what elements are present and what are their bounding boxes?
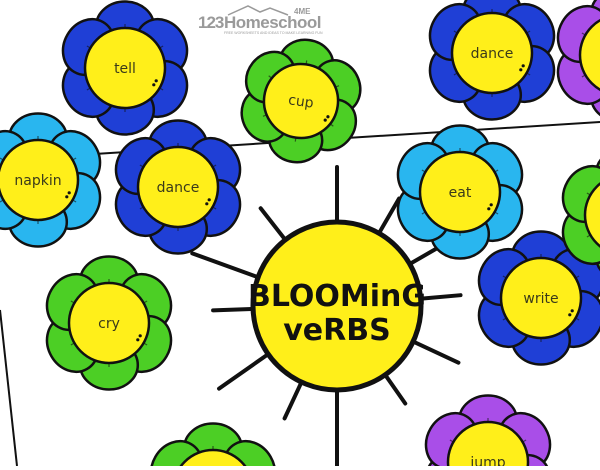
flower-word: eat (449, 185, 472, 201)
sun-rays (190, 165, 464, 470)
flower-dance: dance (428, 0, 556, 121)
flower-word: cry (98, 316, 120, 332)
flower-write: write (477, 230, 600, 366)
flower-word: dance (471, 46, 514, 62)
sun-ray (282, 378, 305, 421)
sun-ray (416, 293, 463, 301)
roof-icon (227, 5, 289, 16)
flower-word: tell (114, 61, 136, 77)
flower-jump: jump (424, 394, 552, 470)
sun-ray (409, 338, 461, 365)
sun-ray (217, 351, 272, 391)
flower-cry: cry (45, 255, 173, 391)
flower-dance: dance (114, 119, 242, 255)
sun-center-circle (250, 219, 424, 393)
title-line-1: BLOOMinG (248, 279, 426, 314)
sun-ray (190, 251, 262, 280)
logo-word: Homeschool (224, 13, 322, 32)
flower-eat: eat (396, 124, 524, 260)
sun-ray (382, 371, 408, 406)
flower-napkin: napkin (0, 112, 102, 248)
flower-word: cup (287, 92, 315, 111)
brand-logo[interactable]: 123 Homeschool 4ME FREE WORKSHEETS AND I… (198, 4, 322, 35)
flower-word: napkin (14, 173, 61, 189)
flower-partial (556, 0, 600, 117)
sun-ray (376, 196, 401, 237)
flower-partial (149, 422, 277, 470)
logo-number: 123 (198, 13, 224, 32)
page-title: BLOOMinG veRBS (248, 279, 426, 348)
flower-word: write (523, 291, 558, 307)
flower-word: jump (469, 455, 505, 466)
logo-suffix: 4ME (294, 7, 311, 16)
flower-word: dance (157, 180, 200, 196)
flower-tell: tell (61, 0, 189, 136)
logo-tagline: FREE WORKSHEETS AND IDEAS TO MAKE LEARNI… (224, 31, 323, 35)
sun-ray (211, 306, 258, 313)
title-line-2: veRBS (283, 313, 390, 348)
sun-ray (258, 206, 289, 244)
flower-cup: cup (240, 38, 362, 164)
flower-partial (561, 158, 600, 272)
